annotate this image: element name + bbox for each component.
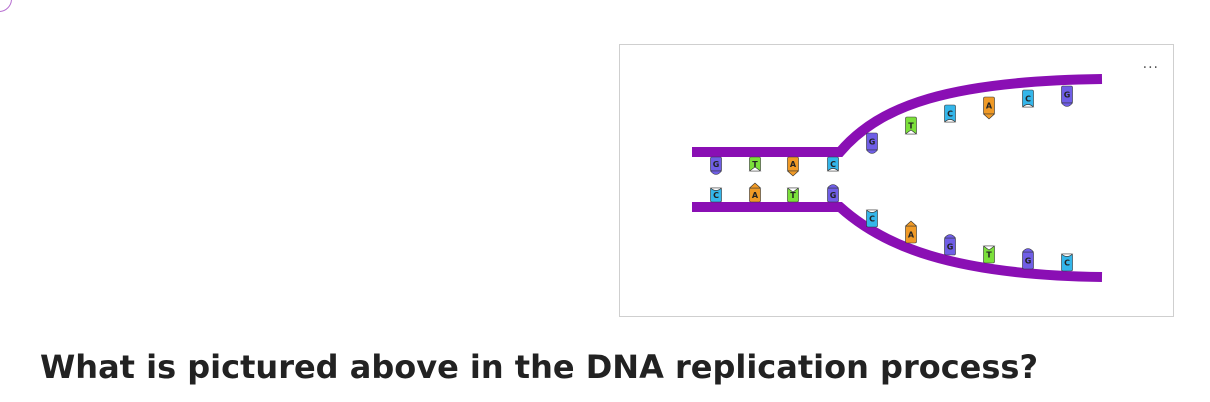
lower-strand-base: C [1060, 253, 1074, 272]
corner-avatar [0, 0, 12, 12]
base-letter: C [1025, 95, 1031, 104]
base-letter: T [752, 160, 758, 169]
lower-backbone [692, 202, 1103, 282]
lower-strand-base: G [943, 234, 957, 256]
lower-strand-base: G [1021, 248, 1035, 270]
lower-strand-base: T [982, 245, 996, 264]
upper-strand-base: C [1021, 89, 1035, 108]
base-letter: C [869, 215, 875, 224]
base-letter: A [908, 231, 915, 240]
base-letter: C [713, 191, 719, 200]
base-letter: G [947, 243, 954, 252]
paired-base-bottom: T [786, 187, 800, 203]
base-letter: T [908, 122, 914, 131]
upper-strand-base: G [1060, 85, 1074, 107]
dna-replication-fork-diagram: G C T A A T C G G T C A C G C A G T G C [692, 74, 1103, 282]
lower-strand-base: C [865, 209, 879, 228]
base-letter: C [1064, 259, 1070, 268]
lower-strand-base: A [904, 220, 918, 244]
question-text: What is pictured above in the DNA replic… [40, 348, 1039, 386]
base-letter: T [790, 191, 796, 200]
upper-strand-base: G [865, 132, 879, 154]
more-options-icon[interactable]: ... [1142, 56, 1159, 72]
base-letter: G [869, 138, 876, 147]
upper-strand-base: A [982, 96, 996, 120]
paired-base-bottom: G [826, 184, 840, 203]
base-letter: G [1064, 91, 1071, 100]
paired-base-bottom: A [748, 182, 762, 203]
paired-base-bottom: C [709, 187, 723, 203]
dna-figure-card: ... G C T A A T C G G T C A C G C A G T G C [619, 44, 1174, 317]
paired-base-top: A [786, 156, 800, 177]
paired-base-top: T [748, 156, 762, 172]
base-letter: G [830, 191, 837, 200]
upper-strand-base: C [943, 104, 957, 123]
base-letter: C [830, 160, 836, 169]
base-letter: T [986, 251, 992, 260]
paired-base-top: C [826, 156, 840, 172]
paired-base-top: G [709, 156, 723, 175]
base-letter: A [752, 191, 759, 200]
base-letter: C [947, 110, 953, 119]
base-letter: A [986, 102, 993, 111]
base-letter: G [713, 160, 720, 169]
base-letter: G [1025, 257, 1032, 266]
base-letter: A [790, 160, 797, 169]
upper-backbone [692, 74, 1103, 157]
upper-strand-base: T [904, 116, 918, 135]
